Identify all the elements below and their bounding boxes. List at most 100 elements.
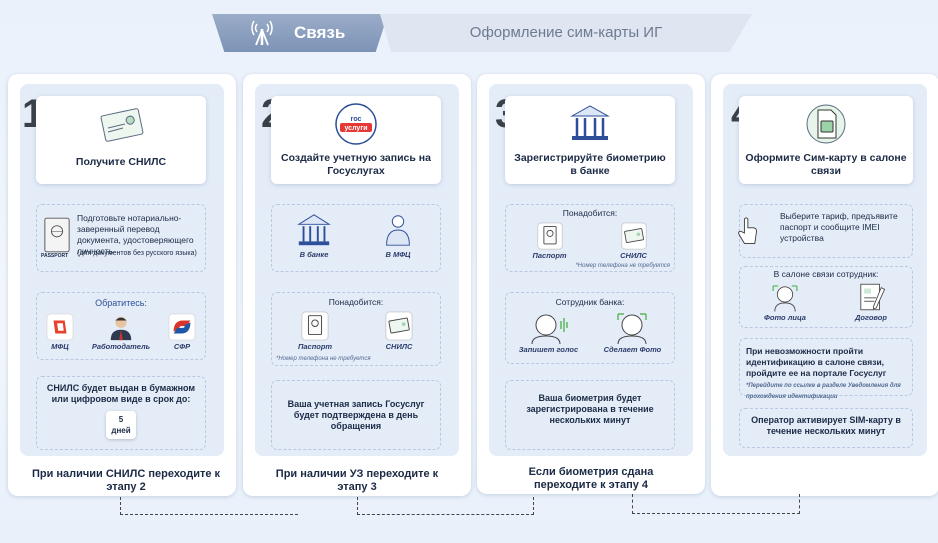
place-mfc[interactable]: В МФЦ <box>378 211 418 260</box>
step-1-footer: При наличии СНИЛС переходите к этапу 2 <box>31 468 221 493</box>
contacts-box: Обратитесь: МФЦ Работодатель СФР <box>36 292 206 360</box>
contact-sfr[interactable]: СФР <box>168 313 196 352</box>
contact-sfr-label: СФР <box>173 342 191 351</box>
passport-icon <box>44 217 70 253</box>
place-mfc-label: В МФЦ <box>385 250 411 259</box>
passport-icon <box>536 222 563 250</box>
doc-passport-label: Паспорт <box>297 342 333 351</box>
connector-1-2 <box>120 497 298 515</box>
choose-text: Выберите тариф, предъявите паспорт и соо… <box>780 211 898 243</box>
connector-2-3 <box>357 497 534 515</box>
result-box-4: Оператор активирует SIM-карту в течение … <box>739 408 913 448</box>
staff-title: Сотрудник банка: <box>555 297 625 307</box>
staff-voice: Запишет голос <box>519 310 578 355</box>
passport-label: PASSPORT <box>41 253 69 259</box>
step-4-title: Оформите Сим-карту в салоне связи <box>745 152 907 177</box>
contact-employer-label: Работодатель <box>91 342 151 351</box>
contact-mfc-label: МФЦ <box>51 342 69 351</box>
step-1-card: 1 Получите СНИЛС PASSPORT Подготовьте но… <box>8 74 236 496</box>
need-box-3: Понадобится: Паспорт СНИЛС *Номер телефо… <box>505 204 675 272</box>
fail-box: При невозможности пройти идентификацию в… <box>739 338 913 400</box>
snils-icon <box>385 311 413 341</box>
days-number: 5 <box>118 415 124 424</box>
staff-photo: Сделает Фото <box>604 310 661 355</box>
employer-icon <box>110 316 132 341</box>
face-scan-icon <box>772 285 798 312</box>
voice-record-icon <box>531 314 569 344</box>
step-2-header: гос услуги Создайте учетную запись на Гос… <box>271 96 441 184</box>
step-2-footer: При наличии УЗ переходите к этапу 3 <box>275 468 439 493</box>
phone-note: *Номер телефона не требуется <box>276 356 371 362</box>
step-2-title: Создайте учетную запись на Госуслугах <box>281 152 431 177</box>
fail-text: При невозможности пройти идентификацию в… <box>746 346 887 378</box>
connector-3-4 <box>632 494 800 514</box>
doc-passport-label: Паспорт <box>532 251 567 260</box>
salon-face-photo: Фото лица <box>764 282 806 323</box>
place-bank[interactable]: В банке <box>294 211 334 260</box>
salon-face-label: Фото лица <box>764 313 806 322</box>
need-title: Понадобится: <box>328 297 384 307</box>
places-box: В банке В МФЦ <box>271 204 441 272</box>
contact-employer[interactable]: Работодатель <box>92 313 150 352</box>
days-badge: 5 дней <box>106 411 136 439</box>
gosuslugi-logo-text-2: услуги <box>344 125 367 132</box>
tab-sim-label: Оформление сим-карты ИГ <box>469 24 663 41</box>
step-1-header: Получите СНИЛС <box>36 96 206 184</box>
result-box-3: Ваша биометрия будет зарегистрирована в … <box>505 380 675 450</box>
bank-icon <box>297 214 331 246</box>
days-label: дней <box>111 426 131 435</box>
result-text-2: Ваша учетная запись Госуслуг будет подтв… <box>287 399 425 431</box>
step-3-card: 3 Зарегистрируйте биометрию в банке Пона… <box>477 74 705 494</box>
result-text-4: Оператор активирует SIM-карту в течение … <box>751 415 901 436</box>
doc-snils-label: СНИЛС <box>620 251 647 260</box>
snils-issue-text: СНИЛС будет выдан в бумажном или цифрово… <box>46 383 196 404</box>
step-3-title: Зарегистрируйте биометрию в банке <box>514 152 666 177</box>
result-text-3: Ваша биометрия будет зарегистрирована в … <box>526 393 654 425</box>
step-3-header: Зарегистрируйте биометрию в банке <box>505 96 675 184</box>
translation-box: PASSPORT Подготовьте нотариально-заверен… <box>36 204 206 272</box>
tab-svyaz[interactable]: Связь <box>212 14 388 52</box>
snils-card-icon <box>100 108 144 142</box>
need-box-2: Понадобится: Паспорт СНИЛС *Номер телефо… <box>271 292 441 366</box>
doc-passport: Паспорт <box>298 311 332 352</box>
mfc-logo-icon <box>46 313 74 341</box>
mfc-worker-icon <box>386 215 410 246</box>
result-box-2: Ваша учетная запись Госуслуг будет подтв… <box>271 380 441 450</box>
snils-icon <box>620 222 647 250</box>
salon-box: В салоне связи сотрудник: Фото лица Дого… <box>739 266 913 328</box>
choose-box: Выберите тариф, предъявите паспорт и соо… <box>738 204 913 258</box>
snils-issue-box: СНИЛС будет выдан в бумажном или цифрово… <box>36 376 206 450</box>
doc-snils: СНИЛС <box>620 222 648 261</box>
passport-icon <box>301 311 329 341</box>
contract-icon <box>860 283 886 311</box>
hand-touch-icon <box>738 217 757 244</box>
translation-note: (для документов без русского языка) <box>77 250 197 257</box>
step-4-header: Оформите Сим-карту в салоне связи <box>739 96 913 184</box>
salon-contract-label: Договор <box>855 313 887 322</box>
step-4-card: 4 Оформите Сим-карту в салоне связи Выбе… <box>711 74 938 496</box>
step-3-footer: Если биометрия сдана переходите к этапу … <box>528 466 654 491</box>
bank-building-icon <box>570 105 610 140</box>
tab-bar: Связь Оформление сим-карты ИГ <box>212 14 752 52</box>
antenna-icon <box>251 20 273 46</box>
staff-voice-label: Запишет голос <box>518 345 579 354</box>
tab-sim-oformlenie[interactable]: Оформление сим-карты ИГ <box>380 14 752 52</box>
step-1-title: Получите СНИЛС <box>75 156 167 168</box>
sfr-logo-icon <box>168 313 196 341</box>
gosuslugi-logo-text-1: гос <box>351 116 362 123</box>
contacts-title: Обратитесь: <box>95 298 147 308</box>
salon-contract: Договор <box>854 282 888 323</box>
doc-snils: СНИЛС <box>384 311 414 352</box>
fail-note: *Перейдите по ссылке в разделе Уведомлен… <box>746 383 901 400</box>
doc-passport: Паспорт <box>532 222 567 261</box>
salon-title: В салоне связи сотрудник: <box>773 269 879 279</box>
sim-card-icon <box>806 104 846 144</box>
staff-box-3: Сотрудник банка: Запишет голос Сделает Ф… <box>505 292 675 364</box>
face-photo-icon <box>617 313 648 344</box>
gosuslugi-logo-icon: гос услуги <box>335 103 377 145</box>
need-title: Понадобится: <box>562 208 618 218</box>
doc-snils-label: СНИЛС <box>385 342 413 351</box>
tab-svyaz-label: Связь <box>294 23 346 42</box>
contact-mfc[interactable]: МФЦ <box>46 313 74 352</box>
